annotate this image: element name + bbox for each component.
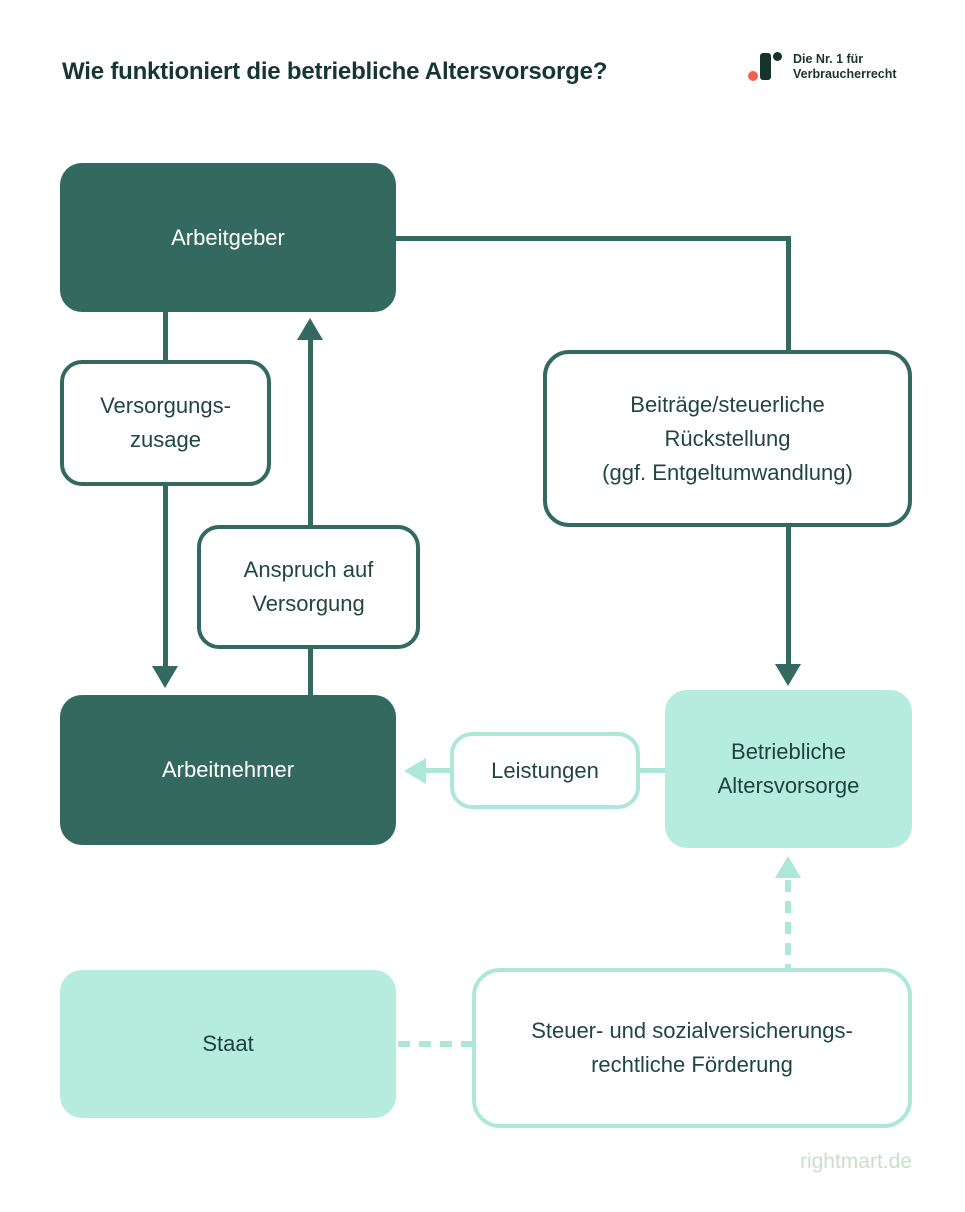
node-staat: Staat (60, 970, 396, 1118)
logo-dark-dot-icon (773, 52, 782, 61)
logo-bar-icon (760, 53, 771, 80)
node-versorgungszusage: Versorgungs- zusage (60, 360, 271, 486)
node-arbeitgeber: Arbeitgeber (60, 163, 396, 312)
edge-staat-foerderung-dashed-line (398, 1041, 472, 1047)
arrow-up-to-arbeitgeber-icon (297, 318, 323, 340)
edge-arbeitgeber-arbeitnehmer-line (163, 312, 168, 668)
node-beitraege-rueckstellung: Beiträge/steuerliche Rückstellung (ggf. … (543, 350, 912, 527)
rightmart-logo: Die Nr. 1 für Verbraucherrecht (745, 50, 897, 82)
edge-bav-leistungen-line (638, 768, 668, 773)
node-betriebliche-altersvorsorge: Betriebliche Altersvorsorge (665, 690, 912, 848)
node-foerderung-line2: rechtliche Förderung (591, 1052, 793, 1077)
rightmart-logo-icon (745, 50, 789, 82)
node-anspruch-line2: Versorgung (252, 591, 365, 616)
node-versorgungszusage-line1: Versorgungs- (100, 393, 231, 418)
node-foerderung: Steuer- und sozialversicherungs- rechtli… (472, 968, 912, 1128)
edge-arbeitnehmer-arbeitgeber-line (308, 338, 313, 695)
node-arbeitgeber-label: Arbeitgeber (171, 224, 285, 250)
node-leistungen-label: Leistungen (491, 757, 599, 783)
node-anspruch-line1: Anspruch auf (243, 557, 374, 582)
node-beitraege-line2: Rückstellung (664, 425, 791, 451)
node-bav-line1: Betriebliche (731, 739, 846, 764)
edge-leistungen-arbeitnehmer-line (422, 768, 452, 773)
arrow-down-to-arbeitnehmer-icon (152, 666, 178, 688)
logo-tagline-line2: Verbraucherrecht (793, 66, 897, 81)
dashed-arrow-up-to-bav-icon (775, 856, 801, 878)
edge-foerderung-bav-dashed-line (785, 880, 791, 968)
node-beitraege-line3: (ggf. Entgeltumwandlung) (602, 459, 853, 485)
node-beitraege-line1: Beiträge/steuerliche (630, 391, 825, 417)
node-leistungen: Leistungen (450, 732, 640, 809)
logo-coral-dot-icon (748, 71, 758, 81)
node-staat-label: Staat (202, 1031, 254, 1056)
node-arbeitnehmer-label: Arbeitnehmer (161, 757, 295, 782)
node-anspruch-auf-versorgung: Anspruch auf Versorgung (197, 525, 420, 649)
node-arbeitnehmer: Arbeitnehmer (60, 695, 396, 845)
node-foerderung-line1: Steuer- und sozialversicherungs- (531, 1018, 853, 1043)
arrow-left-to-arbeitnehmer-icon (404, 758, 426, 784)
page-title: Wie funktioniert die betriebliche Alters… (62, 58, 608, 85)
logo-tagline: Die Nr. 1 für Verbraucherrecht (793, 50, 897, 81)
node-versorgungszusage-line2: zusage (130, 427, 201, 452)
arrow-down-to-bav-icon (775, 664, 801, 686)
node-bav-line2: Altersvorsorge (717, 773, 860, 798)
footer-website: rightmart.de (799, 1150, 912, 1173)
logo-tagline-line1: Die Nr. 1 für (793, 52, 864, 66)
edge-arbeitgeber-bav-horizontal-line (396, 236, 788, 241)
